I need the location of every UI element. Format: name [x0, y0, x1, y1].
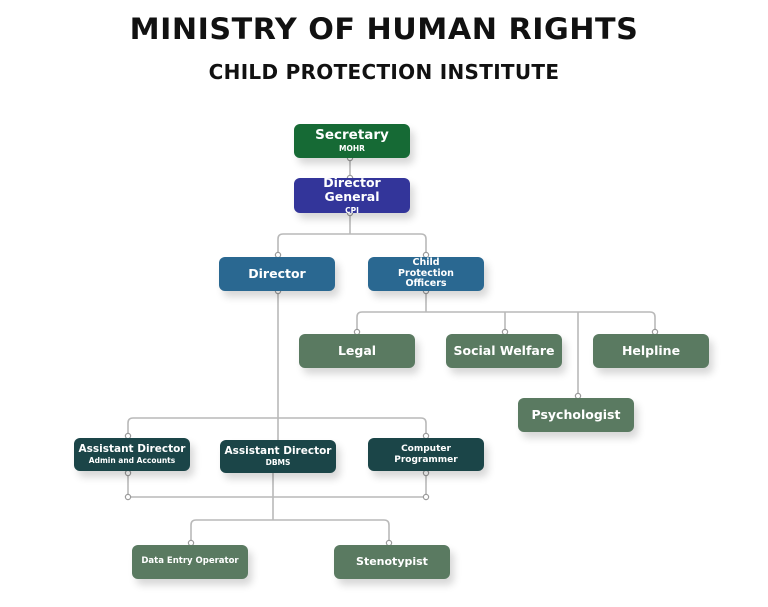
node-stenotypist: Stenotypist: [334, 545, 450, 579]
node-assistant-director-dbms: Assistant Director DBMS: [220, 440, 336, 473]
page-title: MINISTRY OF HUMAN RIGHTS: [129, 12, 639, 46]
node-data-entry-operator: Data Entry Operator: [132, 545, 248, 579]
node-label: Child Protection Officers: [398, 256, 454, 290]
node-label: Helpline: [621, 342, 681, 358]
node-sublabel: DBMS: [265, 458, 291, 468]
node-label: Psychologist: [531, 406, 621, 422]
node-legal: Legal: [299, 334, 415, 368]
node-psychologist: Psychologist: [518, 398, 634, 432]
node-label: Secretary: [315, 126, 389, 143]
node-label: Computer Programmer: [394, 444, 458, 465]
node-sublabel: MOHR: [339, 144, 365, 154]
node-sublabel: CPI: [345, 205, 359, 215]
node-label: Social Welfare: [453, 342, 555, 358]
node-computer-programmer: Computer Programmer: [368, 438, 484, 471]
page-subtitle: CHILD PROTECTION INSTITUTE: [208, 60, 560, 84]
node-label: Stenotypist: [356, 554, 428, 568]
node-assistant-director-admin: Assistant Director Admin and Accounts: [74, 438, 190, 471]
node-child-protection-officers: Child Protection Officers: [368, 257, 484, 291]
node-label: Director: [248, 265, 306, 281]
node-director-general: Director General CPI: [294, 174, 410, 215]
node-label: Director General: [323, 174, 381, 205]
node-label: Data Entry Operator: [141, 556, 239, 567]
connector-director-assistants: [127, 290, 427, 440]
node-label: Legal: [337, 342, 377, 358]
connector-dg-split: [277, 213, 427, 257]
node-label: Assistant Director: [224, 445, 332, 458]
node-director: Director: [219, 257, 335, 291]
node-sublabel: Admin and Accounts: [88, 456, 176, 466]
connector-bottom-row: [190, 519, 390, 545]
node-label: Assistant Director: [78, 443, 186, 456]
node-social-welfare: Social Welfare: [446, 334, 562, 368]
node-secretary: Secretary MOHR: [294, 124, 410, 158]
node-helpline: Helpline: [593, 334, 709, 368]
connector-cpo-officers: [356, 290, 656, 398]
connector-assistants-bus: [127, 471, 427, 520]
